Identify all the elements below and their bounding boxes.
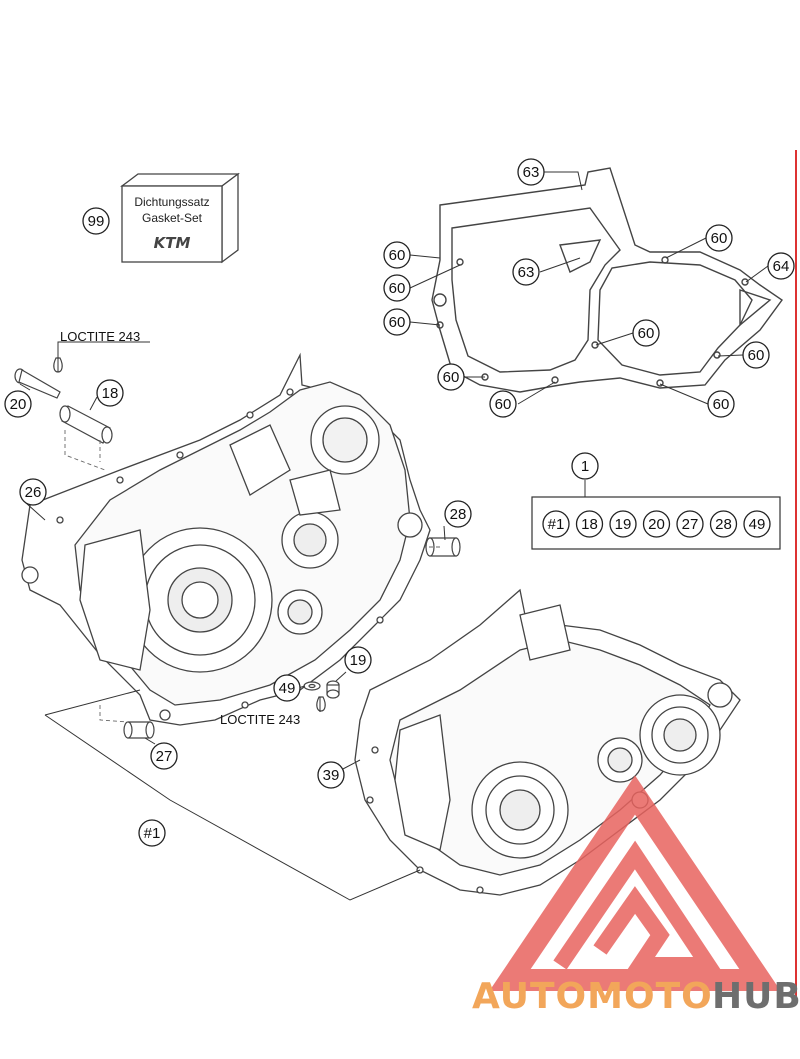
callout-60-3: 60	[383, 308, 411, 336]
svg-text:19: 19	[350, 652, 367, 669]
sleeve-27-drawing	[123, 721, 155, 739]
svg-text:18: 18	[102, 385, 119, 402]
kit-item-20: 20	[642, 510, 671, 538]
kit-item-label: 18	[581, 516, 598, 533]
callout-60-6: 60	[707, 390, 735, 418]
cover-gasket-drawing	[431, 167, 783, 393]
callout-60-5: 60	[489, 390, 517, 418]
kit-item-28: 28	[709, 510, 738, 538]
assembly-dashed-lines	[64, 430, 440, 723]
svg-text:60: 60	[713, 396, 730, 413]
kit-item-label: 28	[715, 516, 732, 533]
svg-text:60: 60	[638, 325, 655, 342]
callout-18: 18	[96, 379, 124, 407]
gasket-kit-box: Dichtungssatz Gasket-Set KTM	[120, 172, 240, 264]
callout-99: 99	[82, 207, 110, 235]
svg-text:60: 60	[748, 347, 765, 364]
sleeve-18-drawing	[59, 405, 113, 444]
set-bracket-lines	[44, 689, 421, 901]
kit-box-line2: Gasket-Set	[142, 211, 203, 225]
callout-49: 49	[273, 674, 301, 702]
svg-text:26: 26	[25, 484, 42, 501]
svg-text:1: 1	[581, 458, 589, 475]
kit-item-label: #1	[548, 516, 565, 533]
watermark-text-part1: AUTOMOTO	[472, 976, 713, 1017]
kit-item-label: 27	[682, 516, 699, 533]
washer-49-drawing	[303, 681, 321, 691]
kit-item-set-1: #1	[542, 510, 570, 538]
svg-text:28: 28	[450, 506, 467, 523]
svg-text:60: 60	[389, 247, 406, 264]
callout-39: 39	[317, 761, 345, 789]
callout-60-2: 60	[383, 274, 411, 302]
callout-64: 64	[767, 252, 795, 280]
svg-text:49: 49	[279, 680, 296, 697]
svg-text:60: 60	[711, 230, 728, 247]
loctite-note-bottom: LOCTITE 243	[220, 712, 300, 727]
kit-item-label: 20	[648, 516, 665, 533]
left-crankcase-drawing	[21, 352, 431, 726]
svg-text:20: 20	[10, 396, 27, 413]
kit-item-19: 19	[609, 510, 637, 538]
callout-60-4: 60	[437, 363, 465, 391]
kit-box-line1: Dichtungssatz	[134, 195, 209, 209]
callout-63-top: 63	[517, 158, 545, 186]
kit-item-49: 49	[743, 510, 771, 538]
callout-60-7: 60	[742, 341, 770, 369]
svg-text:60: 60	[389, 314, 406, 331]
kit-item-label: 49	[749, 516, 766, 533]
watermark-text: AUTOMOTO HUB	[472, 976, 800, 1017]
svg-text:60: 60	[389, 280, 406, 297]
loctite-drop-bottom-icon	[316, 696, 326, 712]
kit-item-27: 27	[676, 510, 704, 538]
screw-20-drawing	[14, 368, 61, 399]
svg-text:99: 99	[88, 213, 105, 230]
callout-set-1: #1	[138, 819, 166, 847]
callout-63-inner: 63	[512, 258, 540, 286]
callout-27: 27	[150, 742, 178, 770]
kit-item-18: 18	[575, 510, 604, 538]
kit-contents-list: #1 18 19 20 27 28 49	[542, 510, 771, 538]
svg-text:#1: #1	[144, 825, 161, 842]
callout-28: 28	[444, 500, 472, 528]
svg-text:27: 27	[156, 748, 173, 765]
callout-19: 19	[344, 646, 372, 674]
callout-1: 1	[571, 452, 599, 480]
watermark-text-part2: HUB	[712, 976, 800, 1017]
svg-text:39: 39	[323, 767, 340, 784]
callout-20: 20	[4, 390, 32, 418]
svg-text:63: 63	[523, 164, 540, 181]
svg-text:60: 60	[495, 396, 512, 413]
dowel-19-drawing	[326, 680, 340, 699]
svg-text:63: 63	[518, 264, 535, 281]
callout-60-1: 60	[383, 241, 411, 269]
callout-60-8: 60	[632, 319, 660, 347]
leader-lines	[19, 171, 769, 771]
sleeve-28-drawing	[425, 537, 461, 557]
svg-text:64: 64	[773, 258, 790, 275]
kit-box-brand-logo: KTM	[154, 234, 191, 252]
kit-contents-box: #1 18 19 20 27 28 49	[531, 496, 781, 550]
callout-26: 26	[19, 478, 47, 506]
svg-text:60: 60	[443, 369, 460, 386]
loctite-note-top: LOCTITE 243	[60, 329, 140, 344]
callout-60-9: 60	[705, 224, 733, 252]
kit-item-label: 19	[615, 516, 632, 533]
watermark-logo	[489, 775, 781, 991]
right-crankcase-drawing	[354, 588, 741, 896]
